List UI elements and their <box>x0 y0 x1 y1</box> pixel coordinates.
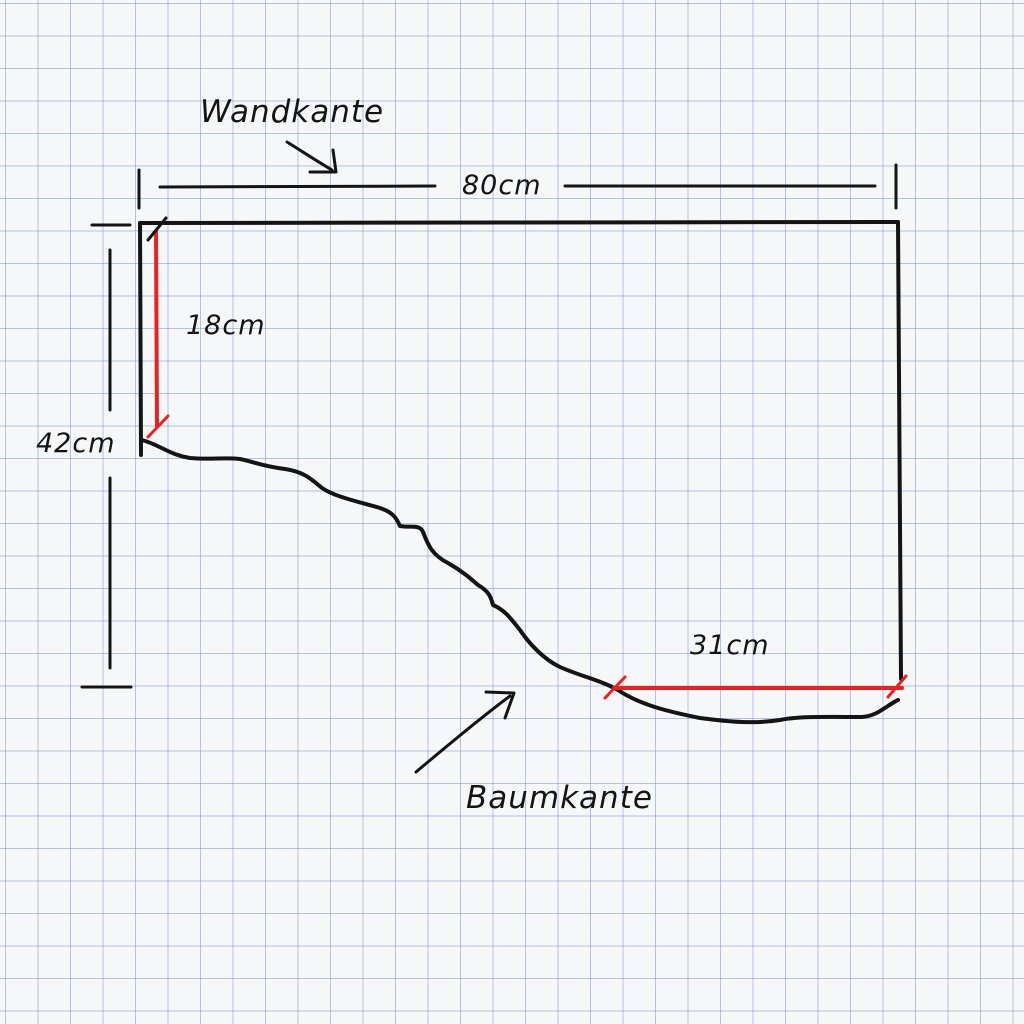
wall-edge-label: Wandkante <box>200 94 384 130</box>
width-dimension-line-left <box>158 184 437 189</box>
left-segment-tick-top <box>146 216 168 242</box>
tabletop-outline <box>138 220 903 681</box>
tree-edge-arrowhead-icon <box>484 690 516 720</box>
top-wall-edge-line <box>138 220 900 225</box>
right-edge-line <box>896 220 903 681</box>
height-dimension: 42cm <box>36 223 133 689</box>
left-segment-label: 18cm <box>186 310 266 341</box>
width-dimension-label: 80cm <box>462 170 542 201</box>
bottom-segment-tick-right <box>886 674 908 699</box>
wall-edge-annotation: Wandkante <box>200 94 384 174</box>
wall-edge-arrowhead-icon <box>308 148 338 174</box>
tree-edge-arrow-icon <box>414 694 512 774</box>
tree-edge-curve <box>140 438 900 725</box>
tree-edge-annotation: Baumkante <box>414 690 653 816</box>
wall-edge-arrow-icon <box>285 140 334 172</box>
bottom-segment-label: 31cm <box>690 630 770 661</box>
left-segment-tick-bottom <box>146 414 170 439</box>
left-edge-line <box>138 221 143 457</box>
left-segment-measure: 18cm <box>146 216 266 439</box>
width-dimension: 80cm <box>137 163 898 210</box>
left-segment-red-line <box>154 230 159 428</box>
bottom-segment-tick-left <box>603 675 627 700</box>
tree-edge-label: Baumkante <box>466 780 653 816</box>
height-dimension-label: 42cm <box>36 428 116 459</box>
bottom-segment-measure: 31cm <box>603 630 908 700</box>
